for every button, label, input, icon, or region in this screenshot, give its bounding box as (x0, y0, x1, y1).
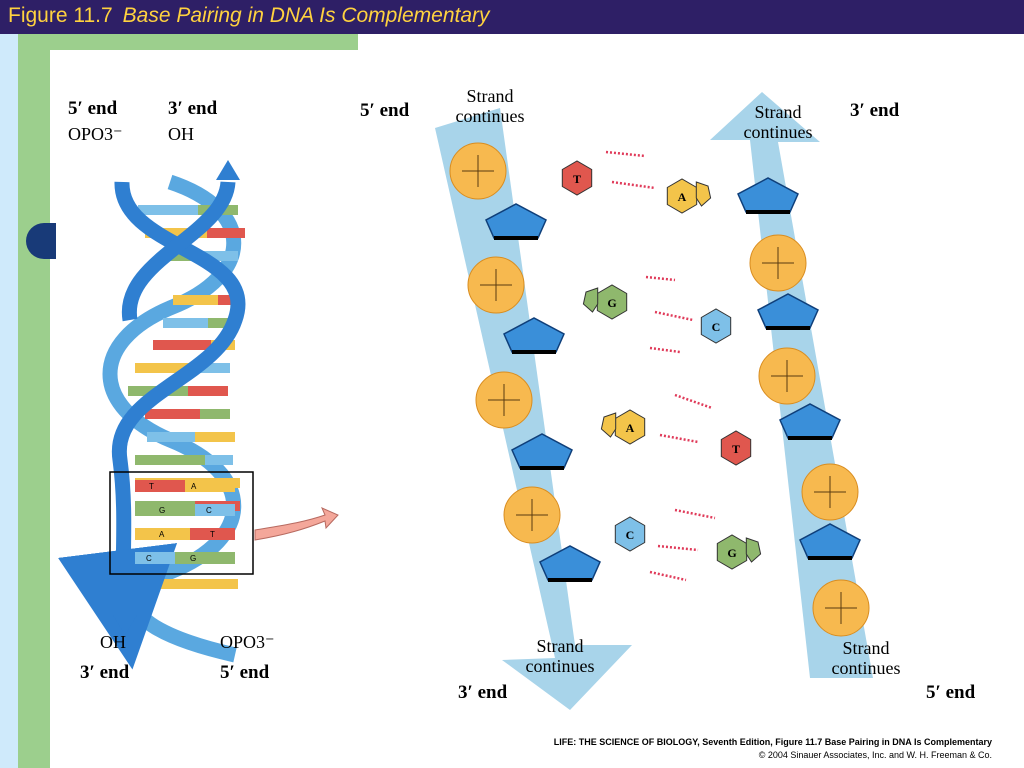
helix-top-right-end: 3′ end (168, 98, 218, 119)
sugar-8 (799, 523, 861, 560)
pair1-right: A (191, 482, 197, 491)
helix-top-left-group: OPO3⁻ (68, 124, 123, 144)
figure-credit: © 2004 Sinauer Associates, Inc. and W. H… (758, 750, 992, 760)
helix-bottom-left-group: OH (100, 632, 126, 652)
detail-right-top-end: 3′ end (850, 100, 900, 121)
phosphate-groups (449, 142, 870, 637)
bases: T A G C A T C G (561, 160, 762, 570)
base-left-1: T (561, 160, 593, 196)
slide-title: Figure 11.7 Base Pairing in DNA Is Comple… (8, 4, 490, 28)
figure-number: Figure 11.7 (8, 4, 113, 27)
sc-br-word2: continues (832, 658, 901, 678)
detail-left-top-end: 5′ end (360, 100, 410, 121)
helix-bottom-left-end: 3′ end (80, 662, 130, 683)
sugar-5 (737, 177, 799, 214)
base-right-2: C (700, 308, 732, 344)
strand-detail: T A G C A T C G 5′ end 3′ end 3′ end 5′ end Str… (360, 86, 976, 710)
base-letter: G (727, 546, 736, 560)
top-green-strip (50, 34, 358, 50)
sugar-2 (503, 317, 565, 354)
detail-left-bottom-end: 3′ end (458, 682, 508, 703)
left-strand-ribbon (435, 108, 632, 710)
phosphate-6 (758, 347, 816, 405)
sugar-7 (779, 403, 841, 440)
base-letter: G (607, 296, 616, 310)
sugar-1 (485, 203, 547, 240)
base-left-2: G (582, 284, 628, 320)
figure-caption: LIFE: THE SCIENCE OF BIOLOGY, Seventh Ed… (553, 737, 992, 747)
sc-tr-word1: Strand (755, 102, 802, 122)
phosphate-7 (801, 463, 859, 521)
base-left-4: C (614, 516, 646, 552)
base-right-1: A (666, 178, 712, 214)
phosphate-1 (449, 142, 507, 200)
left-green-strip (18, 34, 50, 768)
base-right-3: T (720, 430, 752, 466)
pair4-left: C (146, 554, 152, 563)
sc-bl-word1: Strand (537, 636, 584, 656)
title-bar: Figure 11.7 Base Pairing in DNA Is Comple… (0, 0, 1024, 34)
detail-right-bottom-end: 5′ end (926, 682, 976, 703)
highlight-pair-2: G C (135, 504, 235, 516)
base-letter: T (573, 172, 581, 186)
phosphate-5 (749, 234, 807, 292)
sc-tr-word2: continues (744, 122, 813, 142)
helix-bottom-right-group: OPO3⁻ (220, 632, 275, 652)
pair3-left: A (159, 530, 165, 539)
base-left-3: A (600, 409, 646, 445)
sugar-6 (757, 293, 819, 330)
sc-br-word1: Strand (843, 638, 890, 658)
slide-bullet-marker (26, 223, 56, 259)
dna-diagram: T A G C A T C G 5′ end OPO3⁻ 3′ end OH O… (58, 86, 976, 710)
highlight-pair-1: T A (135, 480, 235, 492)
phosphate-8 (812, 579, 870, 637)
sugar-4 (539, 545, 601, 582)
hydrogen-bonds (605, 150, 716, 582)
zoom-arrow-icon (254, 507, 339, 541)
phosphate-4 (503, 486, 561, 544)
pair2-right: C (206, 506, 212, 515)
left-light-strip (0, 34, 18, 768)
sc-tl-word1: Strand (467, 86, 514, 106)
base-letter: A (626, 421, 635, 435)
helix-top-right-group: OH (168, 124, 194, 144)
sugar-rings (485, 177, 861, 582)
figure-title: Base Pairing in DNA Is Complementary (122, 4, 490, 27)
base-letter: C (712, 320, 721, 334)
sc-bl-word2: continues (526, 656, 595, 676)
highlight-pair-4: C G (135, 552, 235, 564)
pair3-right: T (210, 530, 215, 539)
highlight-pair-3: A T (135, 528, 235, 540)
base-letter: T (732, 442, 740, 456)
base-letter: C (626, 528, 635, 542)
pair1-left: T (149, 482, 154, 491)
sc-tl-word2: continues (456, 106, 525, 126)
highlight-box (109, 471, 254, 575)
pair4-right: G (190, 554, 196, 563)
double-helix: T A G C A T C G 5′ end OPO3⁻ 3′ end OH O… (58, 98, 275, 683)
base-letter: A (678, 190, 687, 204)
phosphate-2 (467, 256, 525, 314)
helix-bottom-right-end: 5′ end (220, 662, 270, 683)
phosphate-3 (475, 371, 533, 429)
sugar-3 (511, 433, 573, 470)
helix-top-left-end: 5′ end (68, 98, 118, 119)
pair2-left: G (159, 506, 165, 515)
base-right-4: G (716, 534, 762, 570)
